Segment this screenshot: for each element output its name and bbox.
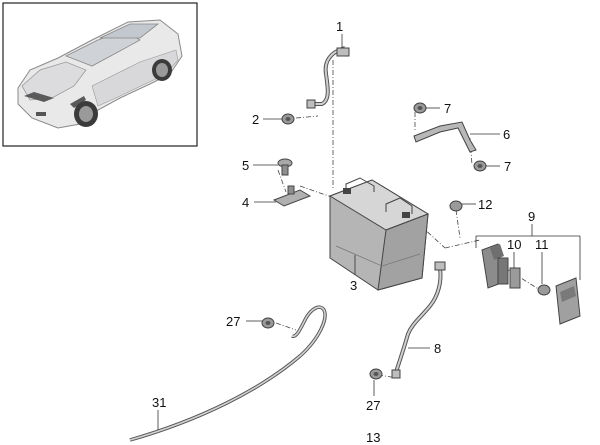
- callout-2: 2: [252, 112, 259, 127]
- fuse-carrier-assembly: [481, 243, 509, 289]
- callout-7-upper: 7: [444, 101, 451, 116]
- callout-7-lower: 7: [504, 159, 511, 174]
- battery-hold-down-bracket: [272, 185, 312, 207]
- mounting-bracket-strap: [413, 121, 477, 153]
- callout-8: 8: [434, 341, 441, 356]
- car-illustration: [17, 19, 183, 129]
- part-2-nut: [281, 113, 295, 125]
- callout-labels: 1 2 3 4 5 6 7 7 8 9 10 11 12 13 27 27 31: [152, 19, 549, 445]
- part-27-grommet-bottom: [369, 368, 383, 380]
- callout-6: 6: [503, 127, 510, 142]
- callout-13: 13: [366, 430, 380, 445]
- callout-27-left: 27: [226, 314, 240, 329]
- callout-leaders: [157, 34, 581, 430]
- callout-12: 12: [478, 197, 492, 212]
- part-12-grommet: [449, 200, 463, 212]
- callout-10: 10: [507, 237, 521, 252]
- callout-4: 4: [242, 195, 249, 210]
- callout-31: 31: [152, 395, 166, 410]
- part-5-bolt: [277, 158, 293, 176]
- callout-27-bottom: 27: [366, 398, 380, 413]
- long-cable: [129, 305, 327, 442]
- battery: [328, 177, 430, 291]
- vehicle-locator-inset: [2, 2, 198, 147]
- battery-negative-cable: [391, 261, 446, 379]
- part-11-terminal: [509, 267, 551, 296]
- battery-positive-cable: [306, 46, 350, 109]
- fuse-box: [555, 277, 581, 325]
- callout-11: 11: [535, 237, 549, 252]
- part-7-nut-upper: [413, 102, 427, 114]
- callout-3: 3: [350, 278, 357, 293]
- callout-5: 5: [242, 158, 249, 173]
- callout-1: 1: [336, 19, 343, 34]
- callout-9: 9: [528, 209, 535, 224]
- part-27-grommet-left: [261, 317, 275, 329]
- part-7-nut-lower: [473, 160, 487, 172]
